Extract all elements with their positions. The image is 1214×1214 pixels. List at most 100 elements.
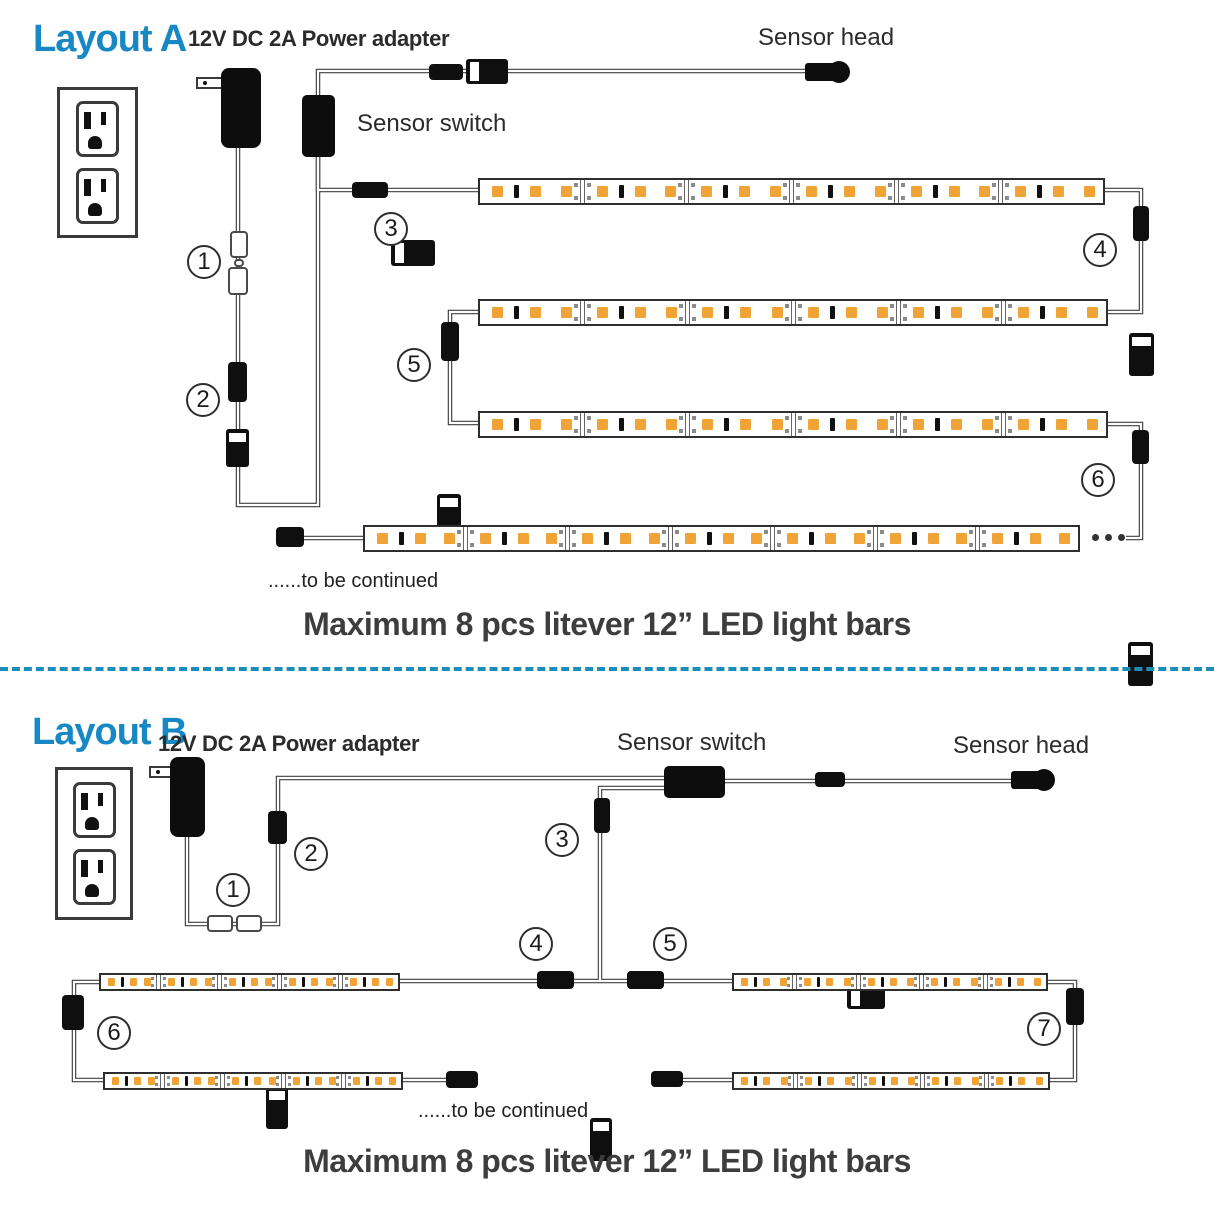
outlet-socket-icon [72,849,116,906]
led-segment [774,527,874,550]
led-segment [1004,413,1106,436]
connector [1129,333,1154,376]
led-segment [281,975,339,989]
power-adapter-icon-b [170,757,205,837]
led-segment [101,975,158,989]
connector [1128,642,1153,686]
connector [1133,206,1149,241]
led-segment [986,975,1046,989]
step-marker: 6 [1081,463,1115,497]
led-light-bar [103,1072,403,1090]
wall-outlet-icon-a [57,87,138,238]
led-segment [671,527,772,550]
step-marker: 2 [294,837,328,871]
led-segment [466,527,567,550]
led-segment [689,301,792,324]
dc-plug-connector [236,915,262,932]
power-adapter-label-a: 12V DC 2A Power adapter [188,26,450,51]
sensor-head-icon-b [1011,769,1055,791]
connector [537,971,574,989]
led-segment [365,527,464,550]
outlet-socket-icon [76,168,119,224]
led-segment [284,1074,342,1088]
power-adapter-icon-a [221,68,261,148]
dc-plug-connector [228,267,248,295]
led-segment [794,301,897,324]
continued-note-a: ......to be continued [268,570,439,592]
sensor-switch-icon-b [664,766,725,798]
step-marker: 4 [519,927,553,961]
led-segment [689,413,792,436]
led-segment [899,413,1002,436]
sensor-switch-icon-a [302,95,335,157]
led-segment [876,527,977,550]
caption-b: Maximum 8 pcs litever 12” LED light bars [303,1143,911,1179]
led-segment [796,1074,858,1088]
step-marker: 2 [186,383,220,417]
led-segment [584,413,687,436]
sensor-switch-label-b: Sensor switch [617,729,767,756]
outlet-socket-icon [76,101,119,157]
section-divider [0,667,1214,671]
led-segment [480,301,582,324]
led-segment [164,1074,222,1088]
led-segment [988,1074,1048,1088]
led-segment [584,301,687,324]
connector [62,995,84,1030]
layout-b-title: Layout B [32,711,188,753]
led-segment [860,1074,922,1088]
led-segment [480,180,581,203]
led-segment [344,1074,401,1088]
led-segment [224,1074,282,1088]
continuation-dots [1118,534,1125,541]
caption-a: Maximum 8 pcs litever 12” LED light bars [303,606,911,642]
led-light-bar [478,299,1108,326]
connector [228,362,247,402]
step-marker: 6 [97,1016,131,1050]
continuation-dots [1092,534,1099,541]
led-light-bar [732,1072,1050,1090]
wall-outlet-icon-b [55,767,133,920]
dc-plug-connector [207,915,233,932]
connector [594,798,610,833]
led-segment [341,975,398,989]
connector [266,1087,288,1129]
sensor-head-icon-a [805,61,850,83]
led-segment [793,180,895,203]
led-segment [796,975,857,989]
dc-plug-connector [230,231,248,258]
step-marker: 1 [187,245,221,279]
step-marker: 5 [653,927,687,961]
sensor-head-label-a: Sensor head [758,24,895,51]
led-segment [924,1074,986,1088]
connector [268,811,287,844]
led-segment [220,975,279,989]
sensor-switch-label-a: Sensor switch [357,110,507,137]
led-segment [859,975,921,989]
connector [590,1118,612,1161]
led-segment [569,527,669,550]
led-light-bar [99,973,400,991]
led-light-bar [478,178,1105,205]
outlet-socket-icon [72,781,116,838]
led-segment [583,180,686,203]
led-segment [105,1074,162,1088]
led-segment [794,413,897,436]
connector [815,772,845,787]
continuation-dots [1105,534,1112,541]
step-marker: 7 [1027,1012,1061,1046]
led-segment [979,527,1078,550]
dc-plug-connector [234,259,244,267]
led-segment [734,975,794,989]
led-segment [1002,180,1103,203]
connector [627,971,664,989]
led-segment [160,975,218,989]
plug-prong-icon-a [196,77,223,89]
led-segment [899,301,1002,324]
step-marker: 1 [216,873,250,907]
connector [1066,988,1084,1025]
connector [651,1071,683,1087]
connector [429,64,463,80]
step-marker: 5 [397,348,431,382]
